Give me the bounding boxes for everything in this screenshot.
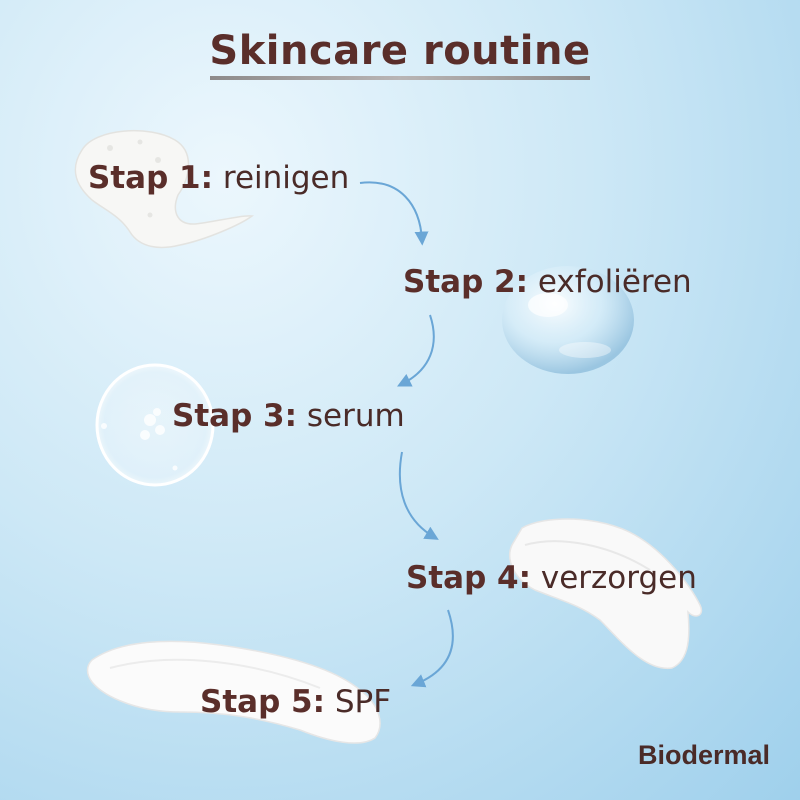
step-2-label: Stap 2: — [403, 264, 529, 300]
step-5: Stap 5: SPF — [200, 684, 391, 720]
brand-logo: Biodermal — [637, 740, 770, 770]
step-4-label: Stap 4: — [406, 560, 532, 596]
arrow-step1-to-step2 — [359, 181, 429, 246]
step-2: Stap 2: exfoliëren — [403, 264, 692, 300]
arrow-step3-to-step4 — [398, 451, 439, 540]
foam-swatch-icon — [74, 130, 255, 249]
title-underline — [210, 76, 590, 80]
step-1-label: Stap 1: — [88, 160, 214, 196]
arrow-step4-to-step5 — [410, 609, 454, 688]
step-3-text: serum — [306, 398, 405, 434]
step-1-text: reinigen — [222, 160, 350, 196]
step-4-text: verzorgen — [540, 560, 697, 596]
step-4: Stap 4: verzorgen — [406, 560, 697, 596]
step-2-text: exfoliëren — [537, 264, 692, 300]
step-3-label: Stap 3: — [172, 398, 298, 434]
step-5-text: SPF — [334, 684, 392, 720]
lotion-swatch-icon — [86, 640, 381, 744]
step-3: Stap 3: serum — [172, 398, 405, 434]
gel-drop-icon — [95, 363, 215, 487]
cream-swatch-icon — [509, 518, 703, 669]
arrow-step2-to-step3 — [396, 314, 435, 387]
flow-arrows — [359, 181, 454, 688]
water-drop-icon — [502, 266, 634, 374]
step-1: Stap 1: reinigen — [88, 160, 349, 196]
page-title: Skincare routine — [209, 28, 591, 74]
step-5-label: Stap 5: — [200, 684, 326, 720]
